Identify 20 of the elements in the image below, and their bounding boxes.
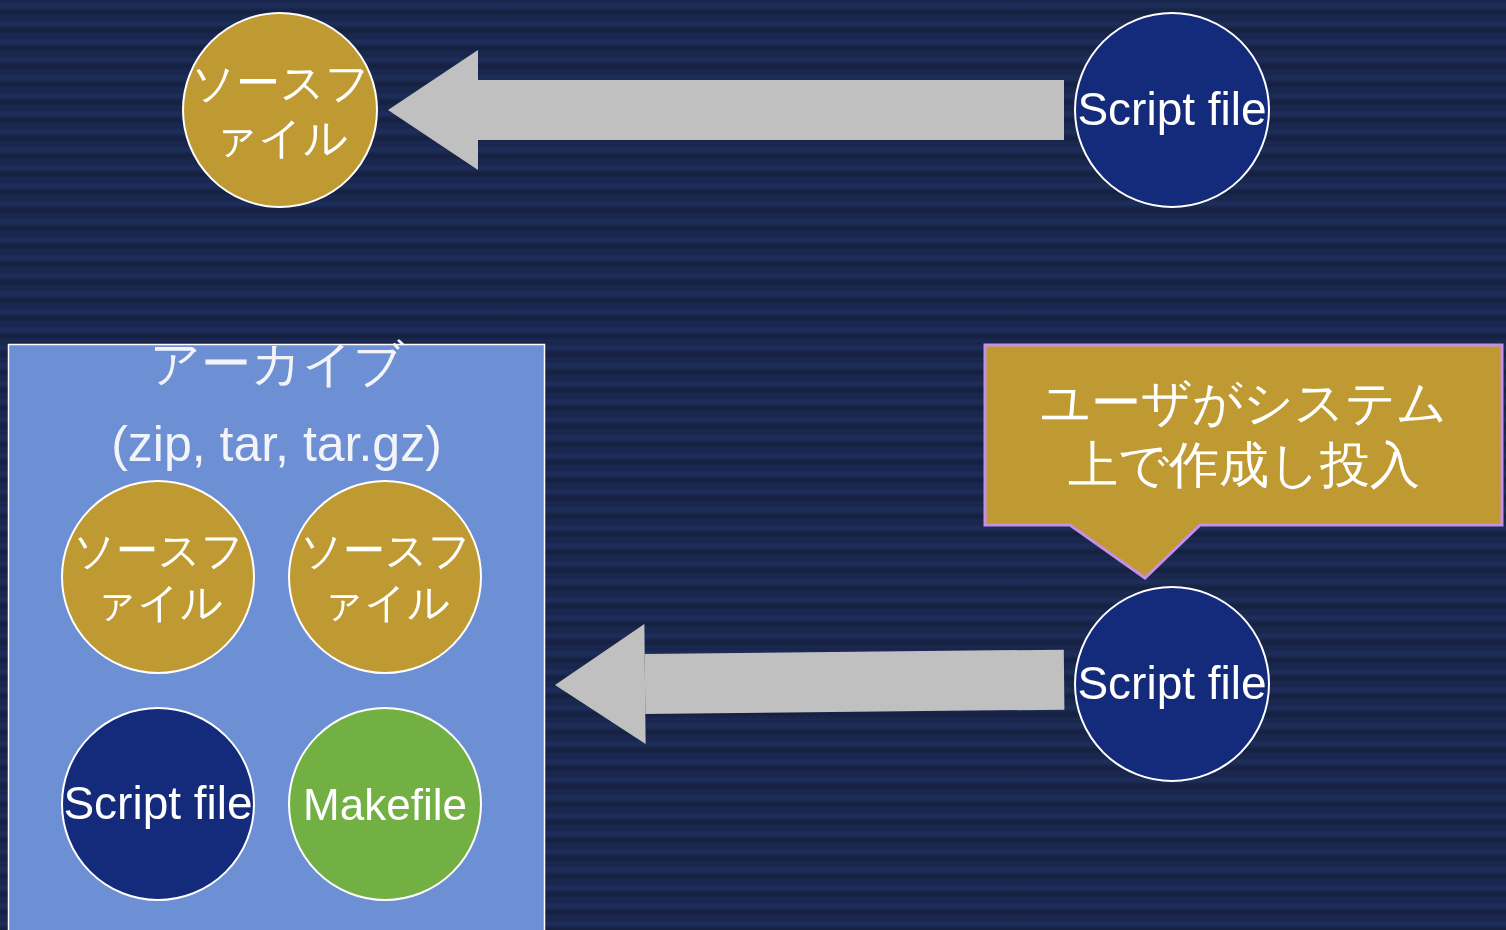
arrow [388, 50, 1064, 170]
callout-bubble [983, 343, 1504, 580]
node-label: ソースファイル [71, 525, 245, 628]
node-label: Makefile [303, 778, 467, 831]
node-label: Script file [1077, 656, 1267, 712]
arrow [555, 624, 1065, 744]
file-circle [182, 12, 378, 208]
node-label: Script file [63, 776, 253, 832]
node-label: ソースファイル [298, 525, 472, 628]
file-circle [288, 480, 482, 674]
file-circle [1074, 586, 1270, 782]
archive-heading: アーカイブ [149, 335, 404, 394]
archive-heading: (zip, tar, tar.gz) [111, 415, 442, 474]
file-circle [288, 707, 482, 901]
file-circle [61, 707, 255, 901]
file-circle [1074, 12, 1270, 208]
node-label: ソースファイル [189, 57, 371, 164]
callout-text: ユーザがシステム上で作成し投入 [1039, 373, 1448, 495]
node-label: Script file [1077, 82, 1267, 138]
file-circle [61, 480, 255, 674]
